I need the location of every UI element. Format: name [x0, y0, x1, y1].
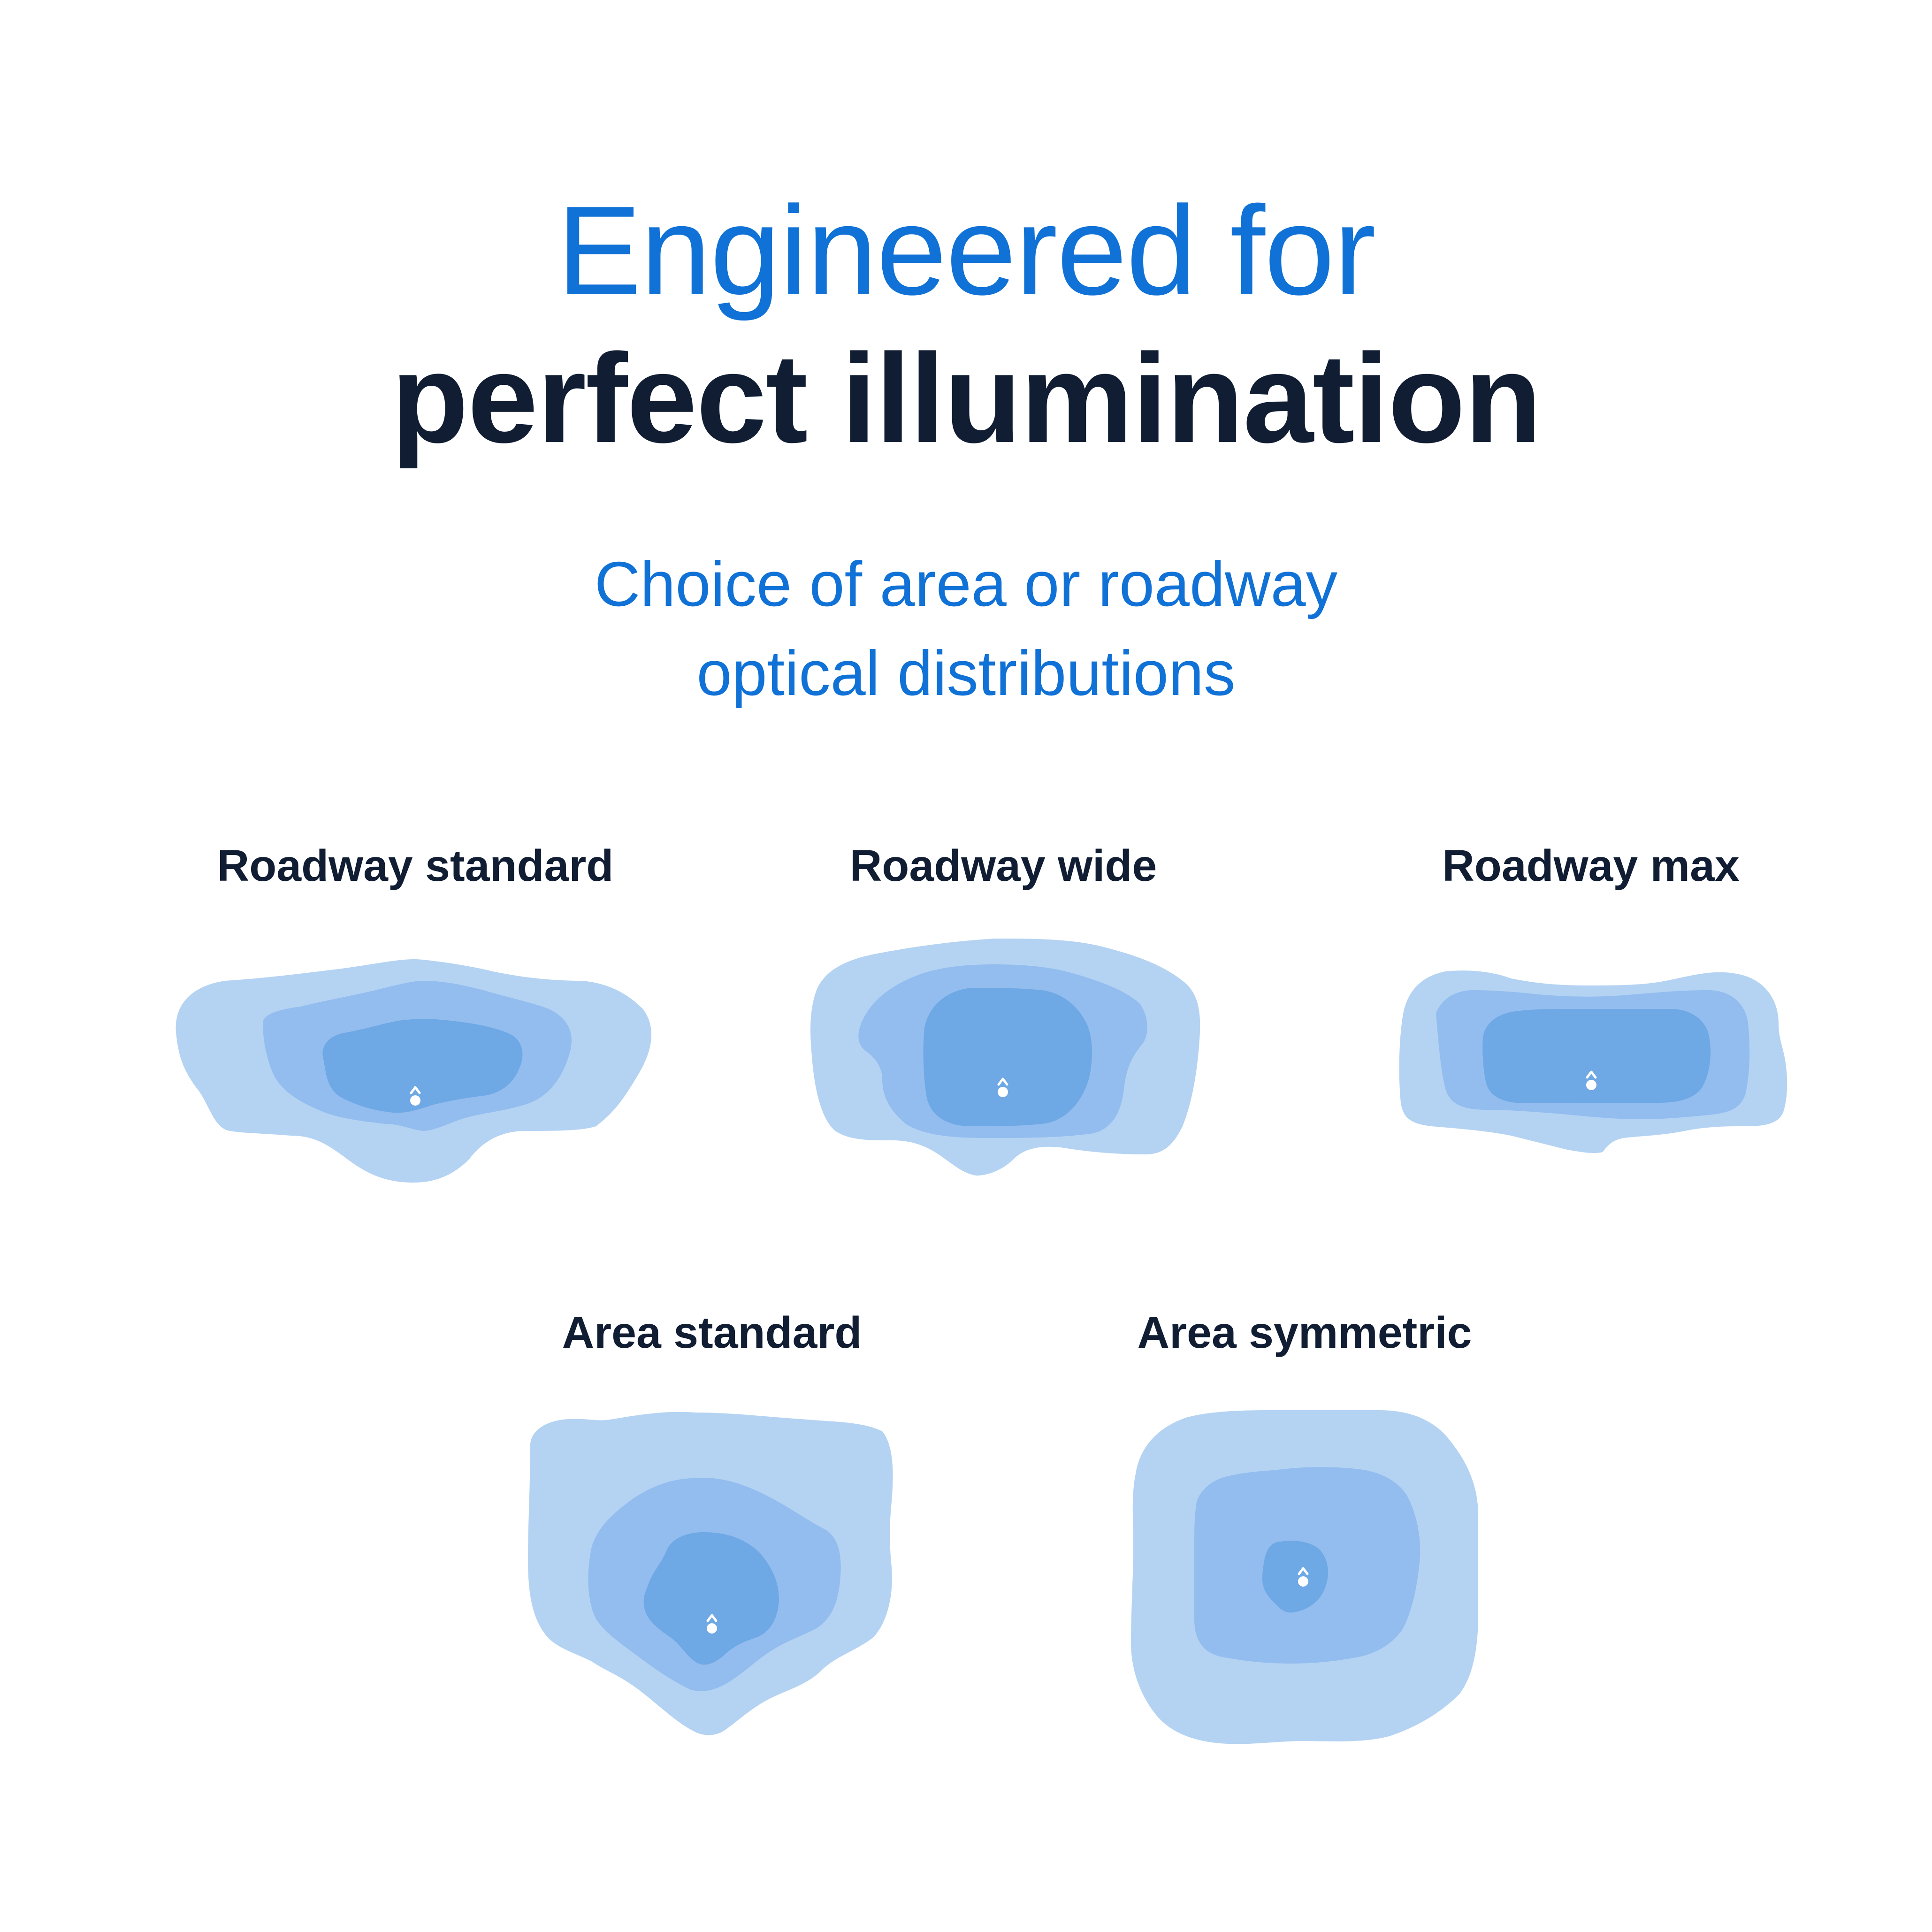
title-line-1: Engineered for [557, 180, 1376, 321]
inner-light-zone [1262, 1541, 1328, 1613]
inner-light-zone [322, 1019, 523, 1113]
distribution-roadway-max [1399, 970, 1787, 1153]
label-area-symmetric: Area symmetric [1137, 1308, 1472, 1358]
label-roadway-wide: Roadway wide [849, 841, 1157, 891]
title-line-2: perfect illumination [391, 328, 1542, 469]
label-roadway-max: Roadway max [1442, 841, 1740, 891]
subtitle-line-2: optical distributions [696, 638, 1236, 709]
label-area-standard: Area standard [562, 1308, 862, 1358]
distribution-roadway-wide [810, 939, 1200, 1176]
fixture-marker-icon [1586, 1070, 1597, 1090]
fixture-marker-icon [997, 1077, 1008, 1097]
fixture-marker-icon [1298, 1567, 1309, 1587]
subtitle-line-1: Choice of area or roadway [594, 549, 1338, 619]
inner-light-zone [923, 988, 1092, 1126]
distribution-roadway-standard [176, 959, 652, 1183]
inner-light-zone [1482, 1009, 1711, 1103]
inner-light-zone [643, 1532, 779, 1665]
fixture-marker-icon [410, 1086, 421, 1106]
fixture-marker-icon [706, 1614, 718, 1634]
distribution-area-standard [528, 1412, 893, 1735]
label-roadway-standard: Roadway standard [217, 841, 614, 891]
